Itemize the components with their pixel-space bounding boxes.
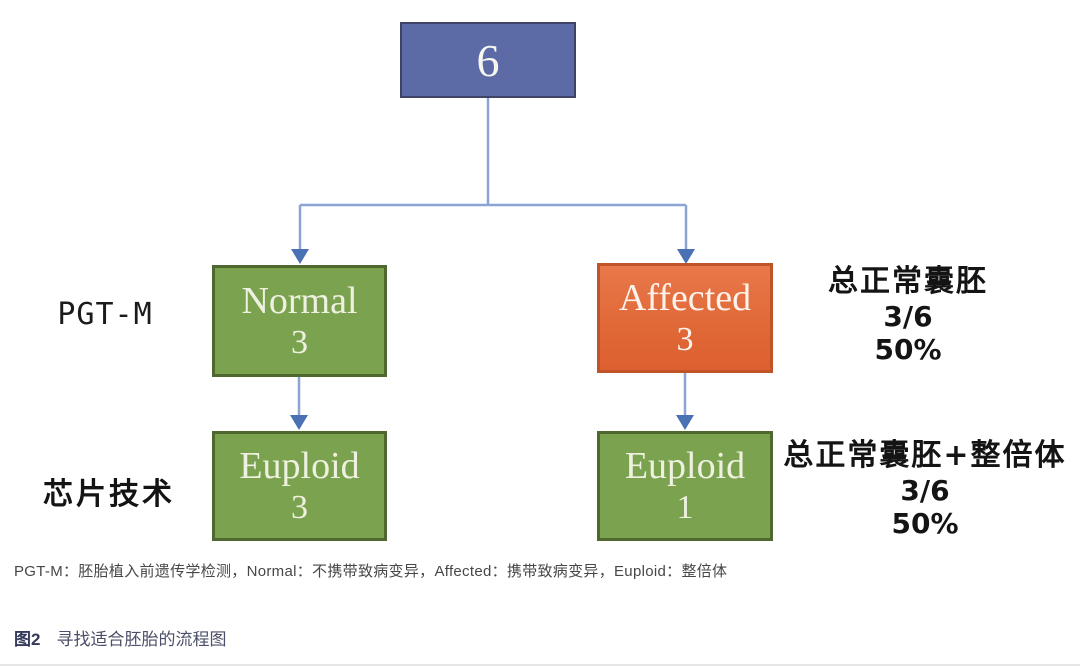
- node-normal-count: 3: [291, 324, 308, 361]
- node-affected: Affected 3: [597, 263, 773, 373]
- node-euploid-left-label: Euploid: [239, 445, 360, 487]
- node-normal: Normal 3: [212, 265, 387, 377]
- bottom-divider: [0, 664, 1080, 666]
- node-affected-label: Affected: [618, 277, 752, 319]
- figure-title: 寻找适合胚胎的流程图: [56, 630, 227, 649]
- node-euploid-right: Euploid 1: [597, 431, 773, 541]
- annotation-percent: 50%: [874, 333, 942, 366]
- annotation-title: 总正常囊胚+整倍体: [783, 438, 1067, 473]
- node-euploid-right-count: 1: [676, 489, 694, 526]
- arrow-down-icon: [290, 415, 308, 430]
- arrow-down-icon: [676, 415, 694, 430]
- row-label-pgtm: PGT-M: [57, 297, 153, 332]
- figure-caption: 图2 寻找适合胚胎的流程图: [14, 625, 226, 650]
- node-euploid-left: Euploid 3: [212, 431, 387, 541]
- figure-number: 图2: [14, 630, 41, 649]
- node-euploid-right-label: Euploid: [624, 445, 746, 487]
- annotation-title: 总正常囊胚: [828, 264, 988, 299]
- annotation-fraction: 3/6: [883, 300, 933, 333]
- annotation-normal-blastocysts: 总正常囊胚 3/6 50%: [778, 263, 1038, 366]
- arrow-down-icon: [677, 249, 695, 264]
- node-total-embryos: 6: [400, 22, 576, 98]
- annotation-fraction: 3/6: [900, 474, 950, 507]
- arrow-down-icon: [291, 249, 309, 264]
- abbreviation-footnote: PGT-M：胚胎植入前遗传学检测，Normal：不携带致病变异，Affected…: [14, 563, 728, 580]
- row-label-chip-technology: 芯片技术: [43, 477, 175, 512]
- node-affected-count: 3: [676, 321, 694, 358]
- node-euploid-left-count: 3: [291, 489, 308, 526]
- annotation-percent: 50%: [891, 507, 959, 540]
- node-total-label: 6: [476, 34, 500, 86]
- node-normal-label: Normal: [241, 280, 358, 322]
- annotation-normal-euploid-blastocysts: 总正常囊胚+整倍体 3/6 50%: [758, 437, 1080, 540]
